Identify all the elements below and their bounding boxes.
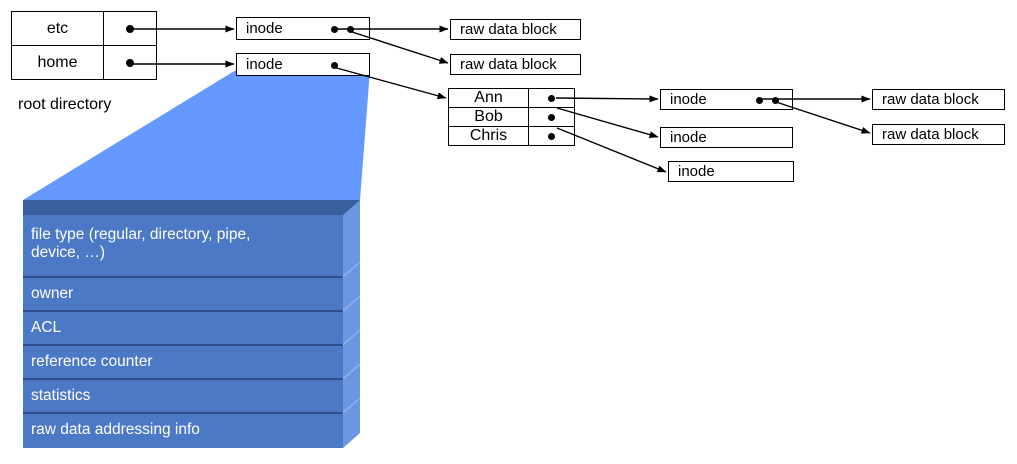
root-directory-caption: root directory [18, 96, 112, 113]
inode-field-reference-counter: reference counter [31, 353, 153, 370]
inode-home-pointer-dot-icon [331, 62, 338, 69]
perspective-trapezoid [23, 70, 370, 200]
home-directory-table: Ann Bob Chris [448, 88, 575, 146]
inode-etc-label: inode [246, 20, 283, 37]
home-entry-name-bob: Bob [449, 108, 529, 126]
root-directory-table: etc home [11, 11, 157, 80]
raw-data-block-label: raw data block [882, 126, 979, 143]
inode-bob-box[interactable]: inode [660, 127, 793, 148]
raw-data-block-ann-2[interactable]: raw data block [872, 124, 1005, 145]
inode-field-statistics: statistics [31, 387, 91, 404]
inode-ann-pointer-dot-1-icon [756, 97, 763, 104]
pointer-dot-icon [548, 132, 555, 140]
raw-data-block-label: raw data block [460, 21, 557, 38]
inode-chris-box[interactable]: inode [668, 161, 794, 182]
root-entry-name-home: home [12, 46, 104, 79]
inode-field-owner: owner [31, 285, 74, 302]
pointer-dot-icon [126, 58, 134, 67]
table-row[interactable]: Chris [449, 127, 574, 145]
table-row[interactable]: Bob [449, 108, 574, 127]
inode-etc-box[interactable]: inode [236, 17, 370, 40]
root-entry-name-etc: etc [12, 12, 104, 45]
pointer-dot-icon [126, 24, 134, 33]
home-entry-pointer-bob[interactable] [529, 108, 574, 126]
raw-data-block-label: raw data block [882, 91, 979, 108]
raw-data-block-etc-2[interactable]: raw data block [450, 54, 581, 75]
raw-data-block-ann-1[interactable]: raw data block [872, 89, 1005, 110]
inode-ann-pointer-dot-2-icon [772, 97, 779, 104]
root-entry-pointer-home[interactable] [104, 46, 156, 79]
table-row[interactable]: home [12, 46, 156, 79]
home-entry-pointer-ann[interactable] [529, 89, 574, 107]
raw-data-block-etc-1[interactable]: raw data block [450, 19, 581, 40]
table-row[interactable]: etc [12, 12, 156, 46]
inode-field-acl: ACL [31, 319, 62, 336]
inode-ann-label: inode [670, 91, 707, 108]
inode-etc-pointer-dot-2-icon [347, 26, 354, 33]
inode-bob-label: inode [670, 129, 707, 146]
inode-ann-box[interactable]: inode [660, 89, 793, 110]
inode-field-file-type: file type (regular, directory, pipe, dev… [31, 226, 251, 261]
home-entry-name-chris: Chris [449, 127, 529, 145]
inode-home-box[interactable]: inode [236, 53, 370, 76]
home-entry-name-ann: Ann [449, 89, 529, 107]
inode-chris-label: inode [678, 163, 715, 180]
home-entry-pointer-chris[interactable] [529, 127, 574, 145]
pointer-dot-icon [548, 94, 555, 102]
pointer-dot-icon [548, 113, 555, 121]
inode-field-raw-data-info: raw data addressing info [31, 421, 200, 438]
table-row[interactable]: Ann [449, 89, 574, 108]
inode-home-label: inode [246, 56, 283, 73]
root-entry-pointer-etc[interactable] [104, 12, 156, 45]
inode-etc-pointer-dot-1-icon [331, 26, 338, 33]
raw-data-block-label: raw data block [460, 56, 557, 73]
